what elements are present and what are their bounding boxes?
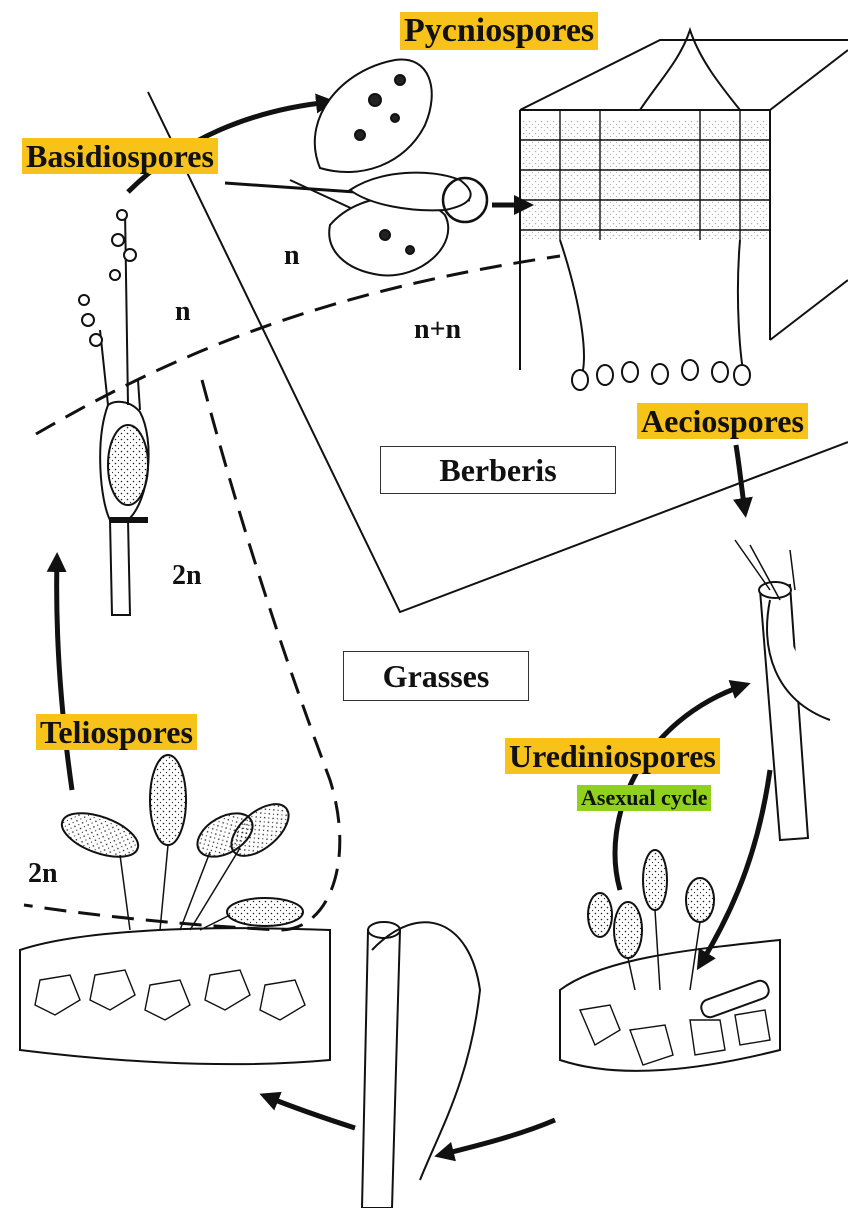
asexual-cycle-label: Asexual cycle (577, 785, 711, 811)
pycniospores-label: Pycniospores (400, 12, 598, 50)
arrow-to-basidium (57, 558, 72, 790)
aeciospores-label: Aeciospores (637, 403, 808, 439)
uredinia-tissue (560, 850, 780, 1071)
leaf-cross-section (520, 30, 848, 390)
berberis-host-label: Berberis (380, 446, 616, 494)
barberry-leaf-sprig (225, 60, 487, 276)
ploidy-n-plus-n: n+n (414, 316, 461, 344)
grasses-host-label: Grasses (343, 651, 529, 701)
grass-stem-lower (362, 922, 480, 1208)
ploidy-n-left: n (175, 298, 191, 326)
telia-tissue (20, 755, 330, 1064)
basidiospores-label: Basidiospores (22, 138, 218, 174)
arrow-to-telial-stem (440, 1120, 555, 1155)
urediniospores-label: Urediniospores (505, 738, 720, 774)
ploidy-2n-basidium: 2n (172, 562, 202, 590)
ploidy-n-leaf: n (284, 242, 300, 270)
grass-stem-upper (735, 540, 830, 840)
arrow-to-grass-stem (736, 445, 745, 512)
arrow-to-telia (265, 1096, 355, 1128)
ploidy-2n-telia: 2n (28, 860, 58, 888)
teliospores-label: Teliospores (36, 714, 197, 750)
basidium (79, 210, 149, 615)
